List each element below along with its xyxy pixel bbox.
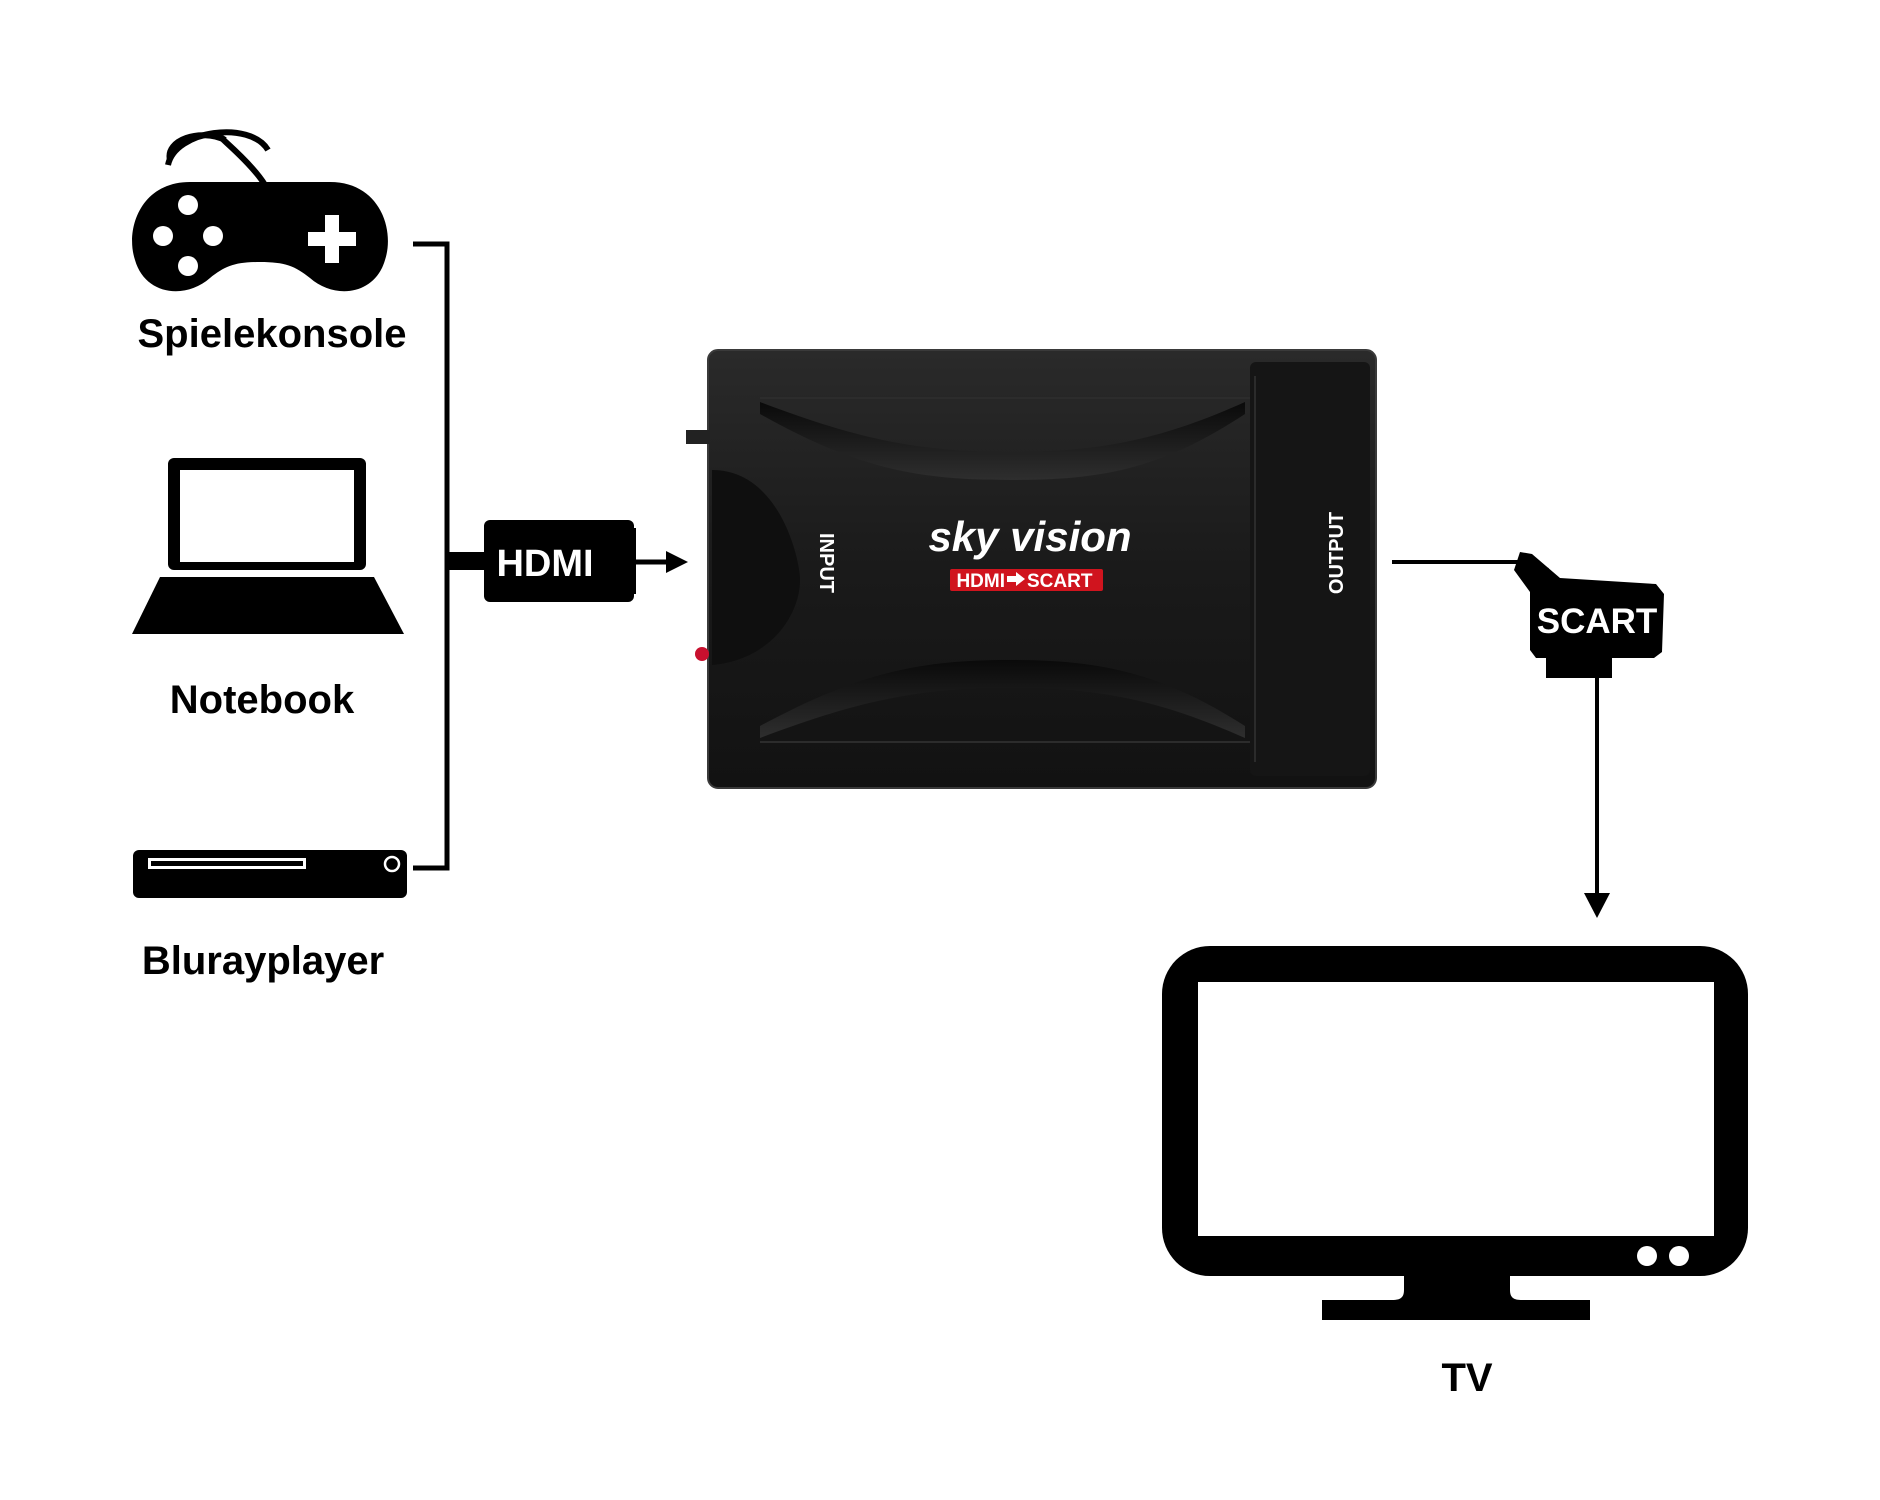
badge-arrow-icon <box>1007 572 1025 586</box>
hdmi-arrow-icon <box>634 551 688 573</box>
device-brand: sky vision <box>928 513 1131 560</box>
output-port-label: OUTPUT <box>1326 512 1348 594</box>
tv-arrow-icon <box>1584 678 1610 918</box>
bluray-player-icon <box>133 850 407 898</box>
gamepad-icon <box>132 129 388 292</box>
source-bracket <box>413 241 450 871</box>
bracket-to-plug-line <box>447 552 487 570</box>
source-label-console: Spielekonsole <box>138 312 407 356</box>
scart-plug-label: SCART <box>1537 602 1658 641</box>
input-port-label: INPUT <box>815 533 837 593</box>
hdmi-plug-label: HDMI <box>496 543 593 585</box>
scart-plug-icon <box>1514 552 1664 678</box>
device-badge-left: HDMI <box>956 571 1005 592</box>
converter-device <box>686 349 1377 789</box>
source-label-bluray: Blurayplayer <box>142 939 384 983</box>
target-label-tv: TV <box>1441 1356 1492 1400</box>
device-badge-right: SCART <box>1027 571 1093 592</box>
laptop-icon <box>132 458 404 634</box>
hdmi-plug-icon <box>484 520 636 602</box>
device-badge <box>950 569 1103 591</box>
tv-icon <box>1162 946 1748 1320</box>
source-label-notebook: Notebook <box>170 678 355 722</box>
status-led <box>695 647 709 661</box>
